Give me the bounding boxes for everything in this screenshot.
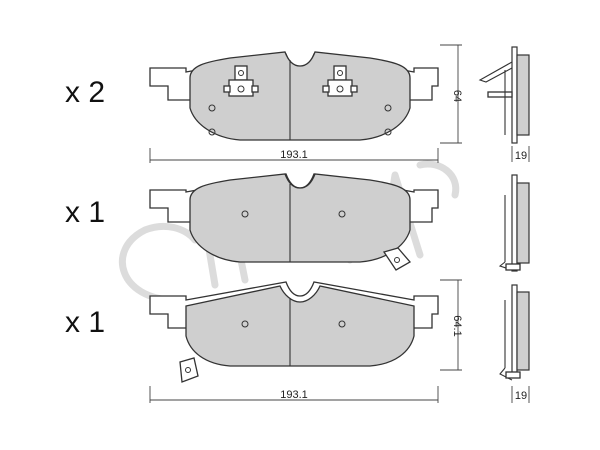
brake-pad-front-view <box>149 281 439 383</box>
height-dimension: 64.1 <box>440 279 463 371</box>
thickness-value: 19 <box>515 390 527 402</box>
brake-pad-side-view <box>498 174 530 272</box>
width-value: 193.1 <box>280 389 308 401</box>
quantity-label: x 1 <box>65 306 105 339</box>
brake-pad-side-view <box>478 46 530 144</box>
thickness-dimension: 19 <box>511 386 530 403</box>
height-value: 64.1 <box>451 315 463 336</box>
quantity-label: x 2 <box>65 76 105 109</box>
thickness-dimension: 19 <box>511 146 530 162</box>
height-value: 64 <box>451 90 463 102</box>
wear-sensor-tab <box>382 247 412 271</box>
brake-pad-front-view <box>149 51 439 141</box>
brake-pad-side-view <box>499 284 530 381</box>
spring-clip-left <box>223 65 259 97</box>
thickness-value: 19 <box>515 150 527 162</box>
row-3: x 1 193.1 64.1 <box>65 279 530 403</box>
quantity-label: x 1 <box>65 196 105 229</box>
spring-clip-right <box>322 65 358 97</box>
width-value: 193.1 <box>280 149 308 161</box>
width-dimension: 193.1 <box>149 148 439 163</box>
width-dimension: 193.1 <box>149 386 439 403</box>
wear-sensor-tab <box>179 357 199 383</box>
row-1: x 2 <box>65 44 530 163</box>
brake-pad-front-view <box>149 173 439 271</box>
row-2: x 1 <box>65 173 530 272</box>
height-dimension: 64 <box>440 44 463 144</box>
